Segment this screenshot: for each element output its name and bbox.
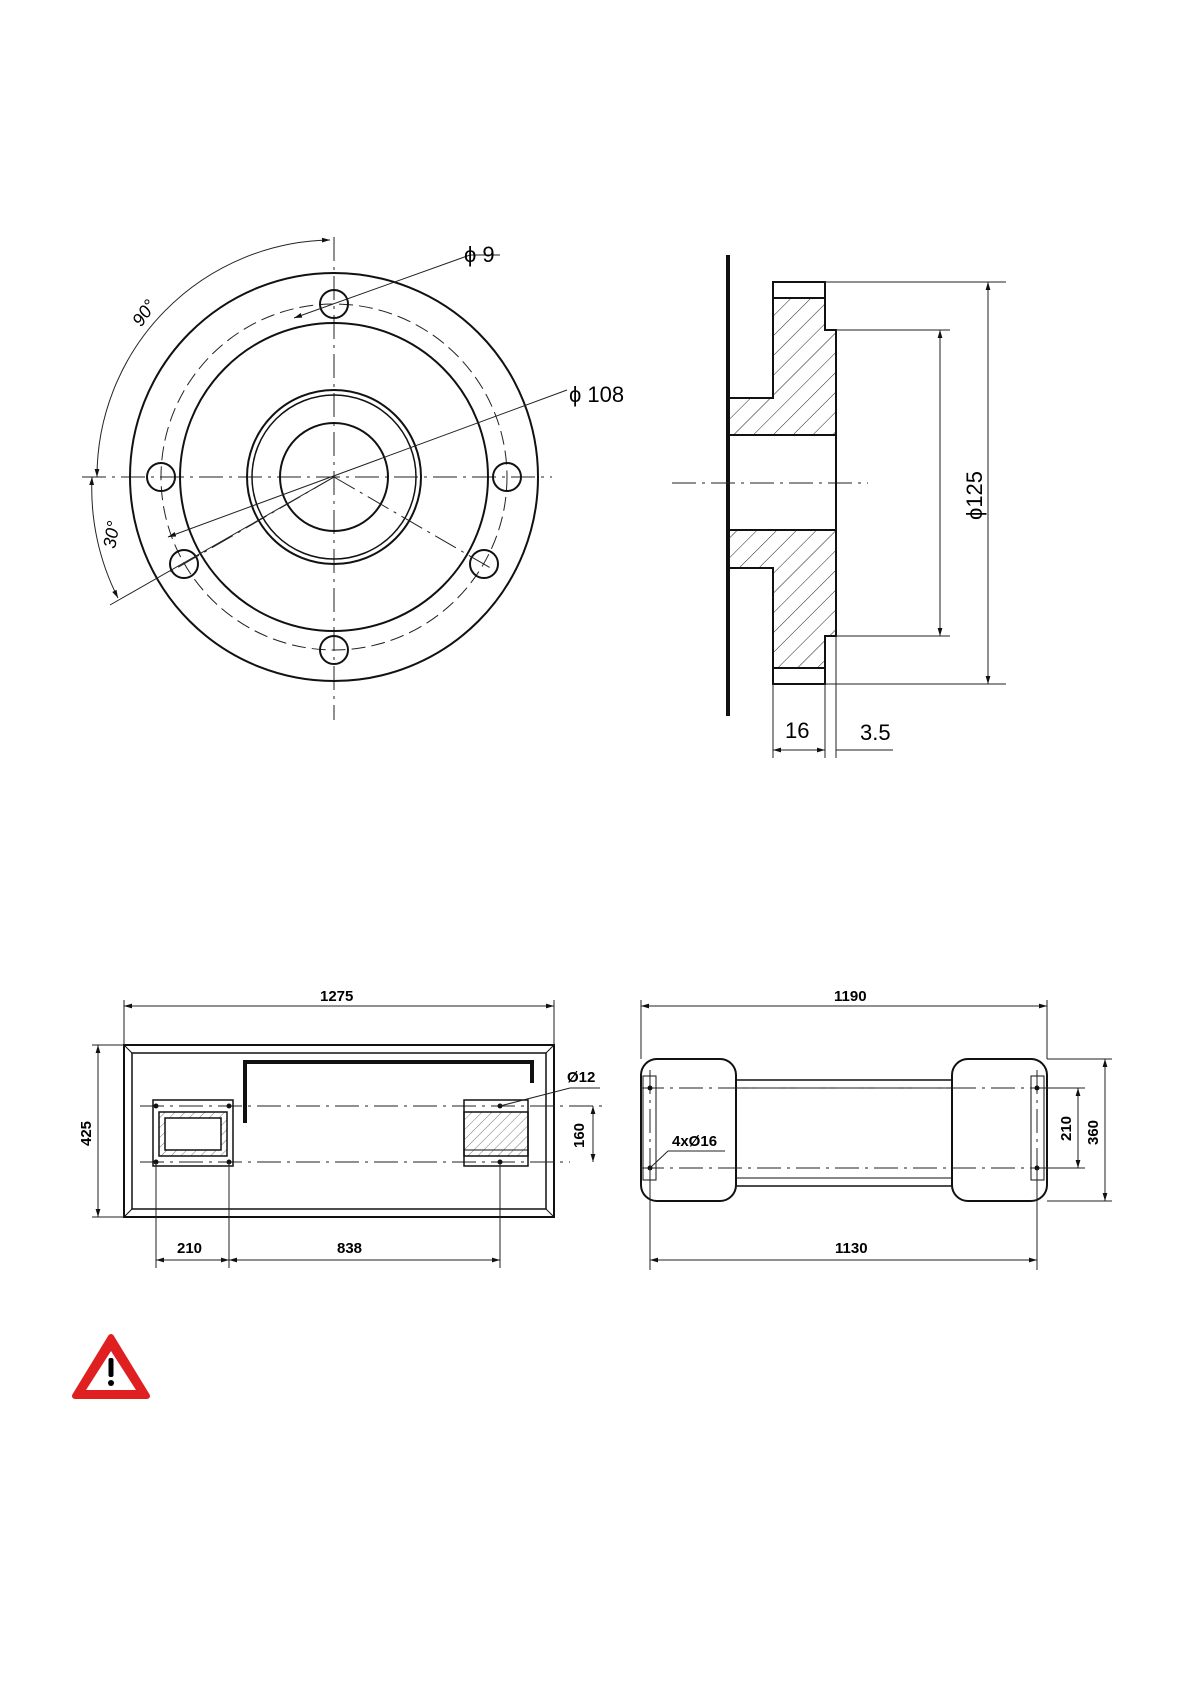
- flange-section-top: [728, 282, 836, 435]
- top-width-label: 1190: [834, 988, 867, 1005]
- connecting-frame: [736, 1080, 952, 1186]
- step-label: 3.5: [860, 720, 891, 745]
- hole-leader: [294, 255, 470, 318]
- outer-dia-label: ϕ125: [962, 471, 987, 520]
- bolt-circle-label: ϕ 108: [569, 382, 624, 407]
- hole12-label: Ø12: [567, 1069, 595, 1086]
- base-height-label: 425: [78, 1121, 95, 1146]
- hole12-leader: [500, 1088, 570, 1106]
- flange-section-bottom: [728, 530, 836, 684]
- flange-front-view: ϕ 9 ϕ 108 90° 30°: [82, 237, 624, 720]
- thickness-label: 16: [785, 718, 809, 743]
- holes-label: 4xØ16: [672, 1133, 717, 1150]
- center-span-label: 838: [337, 1240, 362, 1257]
- outer-label: 360: [1085, 1120, 1102, 1145]
- hole-slot-top: [773, 282, 825, 298]
- spacing-label: 160: [571, 1123, 588, 1148]
- angle-90-arc: [97, 240, 330, 477]
- flange-side-view: ϕ125 16 3.5: [672, 255, 1006, 758]
- hole-span-label: 1130: [835, 1240, 868, 1257]
- hole-slot-bottom: [773, 668, 825, 684]
- base-top-view: 1190 1130 4xØ16 210 360: [640, 988, 1112, 1270]
- angle-90-label: 90°: [128, 296, 160, 330]
- left-offset-label: 210: [177, 1240, 202, 1257]
- base-width-label: 1275: [320, 988, 353, 1005]
- warning-icon: [75, 1337, 147, 1396]
- base-front-view: 1275 425 Ø12 160 210 838: [78, 988, 605, 1268]
- inner-label: 210: [1058, 1116, 1075, 1141]
- angle-30-label: 30°: [99, 519, 123, 549]
- angle-30-ref: [110, 477, 334, 605]
- hole-dia-label: ϕ 9: [464, 242, 495, 267]
